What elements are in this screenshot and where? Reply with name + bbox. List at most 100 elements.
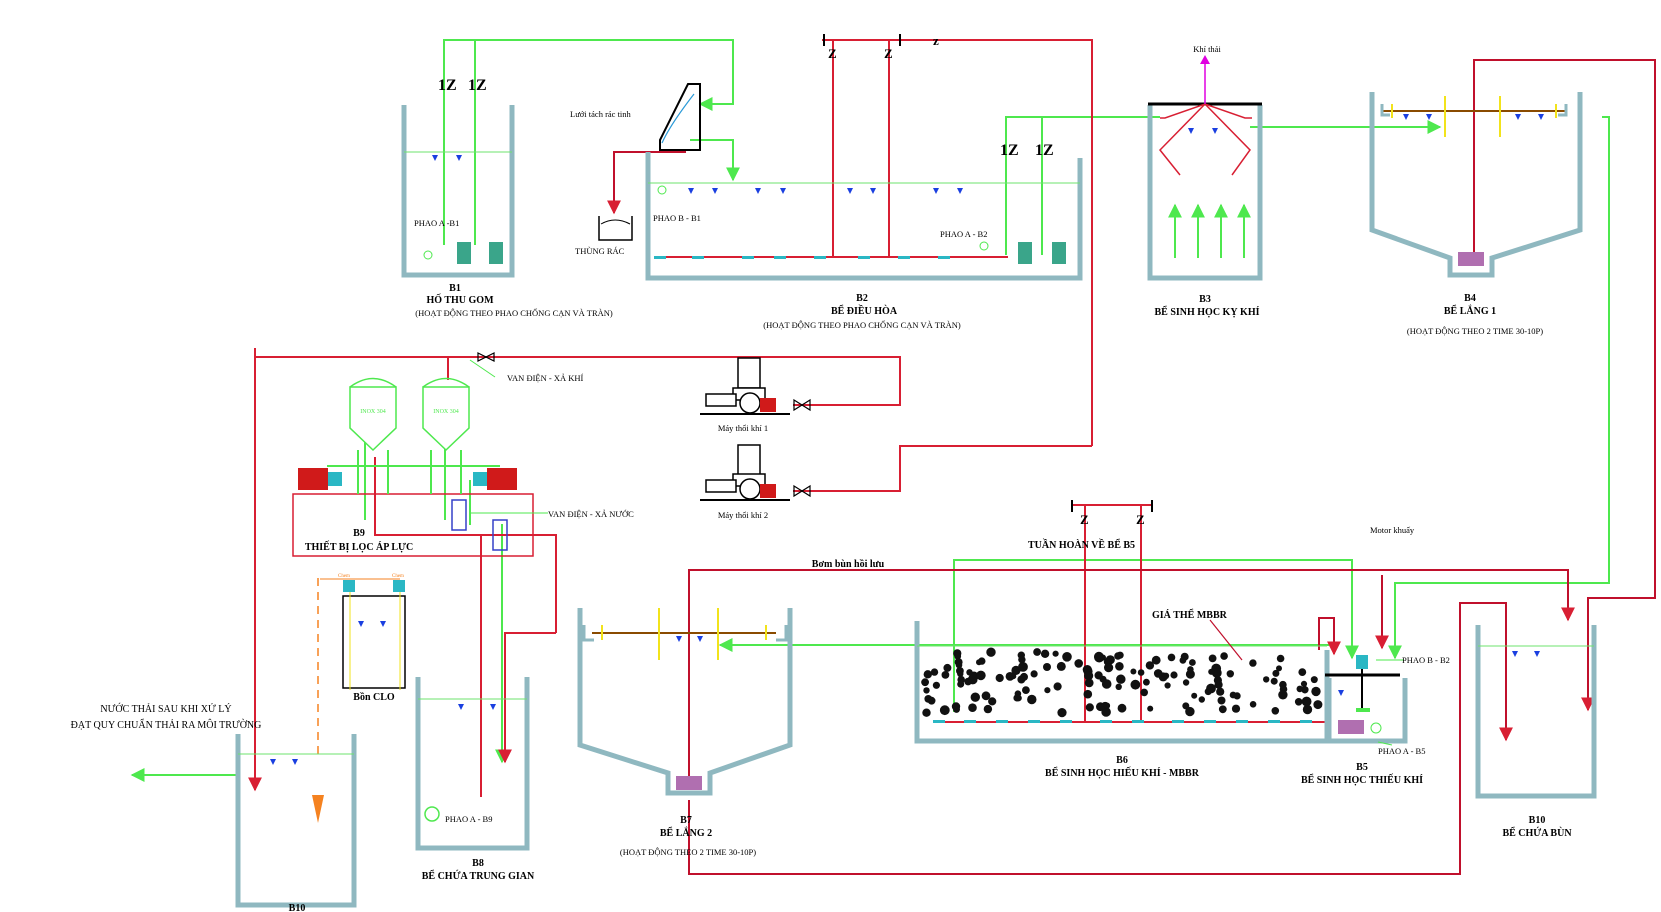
mbbr-carrier xyxy=(1296,685,1304,693)
mbbr-carrier xyxy=(1206,683,1216,694)
mbbr-carrier xyxy=(1208,654,1217,663)
mbbr-carrier xyxy=(939,705,950,716)
mbbr-carrier xyxy=(1153,669,1163,678)
mbbr-carrier xyxy=(955,661,963,669)
b4-code: B4 xyxy=(1464,293,1476,304)
mbbr-carrier xyxy=(1143,678,1150,686)
b10-sludge-code: B10 xyxy=(1529,815,1546,826)
b8-name: BỂ CHỨA TRUNG GIAN xyxy=(422,869,535,882)
mbbr-carrier xyxy=(1053,682,1062,691)
mbbr-carrier xyxy=(922,708,931,717)
b3-code: B3 xyxy=(1199,294,1211,305)
fine-screen: Lưới tách rác tinh xyxy=(570,83,701,151)
electric-valve-icon xyxy=(492,519,508,551)
diffuser-icons xyxy=(270,759,298,765)
svg-text:1Z: 1Z xyxy=(438,77,457,94)
mbbr-carrier xyxy=(927,696,936,705)
mbbr-carrier xyxy=(976,670,986,681)
mbbr-carrier xyxy=(1030,670,1038,678)
svg-text:1Z: 1Z xyxy=(468,77,487,94)
mbbr-carrier xyxy=(968,703,977,712)
tank-b10-sludge: B10 BỂ CHỨA BÙN xyxy=(1475,625,1597,839)
mbbr-carrier xyxy=(1074,659,1083,668)
mbbr-carrier xyxy=(986,647,996,657)
mbbr-carrier xyxy=(1226,670,1235,678)
blower-1-label: Máy thổi khí 1 xyxy=(718,423,768,433)
mbbr-carrier xyxy=(1033,648,1041,656)
b10-out-code: B10 xyxy=(289,903,306,912)
mbbr-carrier xyxy=(1052,650,1059,657)
filter-vessel: INOX 304 xyxy=(422,377,470,494)
submersible-pump-icon xyxy=(457,242,503,264)
b5-float-b-label: PHAO B - B2 xyxy=(1402,655,1450,665)
mbbr-carrier xyxy=(1040,649,1050,658)
b5-float-a-label: PHAO A - B5 xyxy=(1378,746,1425,756)
tank-b6: GIÁ THỂ MBBR B6 BỂ SINH HỌC HIẾU KHÍ - M… xyxy=(914,608,1330,779)
mbbr-carrier xyxy=(1022,686,1030,694)
b3-name: BỂ SINH HỌC KỴ KHÍ xyxy=(1154,305,1259,318)
tank-b10-outfall: B10 xyxy=(235,734,357,912)
mbbr-carrier xyxy=(1272,669,1280,677)
chlorine-label: Bồn CLO xyxy=(353,692,395,703)
blower-2: Máy thổi khí 2 xyxy=(700,444,790,520)
blower-check-valve-icons xyxy=(793,398,811,498)
mbbr-carrier xyxy=(1096,702,1105,712)
mbbr-carrier xyxy=(954,652,962,660)
vessel-tag: INOX 304 xyxy=(360,409,386,415)
mbbr-carrier xyxy=(1249,659,1257,667)
b2-code: B2 xyxy=(856,293,868,304)
mbbr-carrier xyxy=(983,704,993,714)
diffuser-icons xyxy=(432,155,462,161)
mbbr-carrier xyxy=(1301,696,1312,707)
tank-b1: PHAO A -B1 B1 HỐ THU GOM (HOẠT ĐỘNG THEO… xyxy=(401,105,613,318)
b5-code: B5 xyxy=(1356,762,1368,773)
b9-name: THIẾT BỊ LỌC ÁP LỰC xyxy=(305,540,413,553)
svg-text:Z: Z xyxy=(884,46,893,61)
mbbr-carrier xyxy=(1044,687,1051,694)
b1-float-label: PHAO A -B1 xyxy=(414,218,459,228)
mbbr-carrier xyxy=(981,691,991,701)
feed-pump-icon xyxy=(298,468,328,490)
mbbr-carrier xyxy=(930,668,939,676)
mbbr-carrier xyxy=(1249,701,1257,708)
mbbr-carrier xyxy=(1301,686,1309,694)
air-valve-icons: Z Z z xyxy=(823,33,939,61)
mbbr-carrier xyxy=(1218,705,1227,714)
float-switch-icon xyxy=(979,241,989,251)
b7-name: BỂ LẮNG 2 xyxy=(660,826,712,839)
float-switch-icon xyxy=(1370,722,1382,734)
mbbr-carrier xyxy=(1043,663,1051,671)
mbbr-carrier xyxy=(1084,678,1094,688)
sludge-pump-icon xyxy=(676,776,702,790)
b2-note: (HOẠT ĐỘNG THEO PHAO CHỐNG CẠN VÀ TRÀN) xyxy=(763,320,961,330)
mbbr-carrier xyxy=(1179,657,1187,664)
mbbr-carrier xyxy=(1057,708,1067,718)
air-release-valve-icon xyxy=(477,352,495,362)
diffuser-icons xyxy=(1338,690,1344,696)
mbbr-carrier xyxy=(1189,659,1196,666)
sludge-pipes xyxy=(607,59,1656,875)
trash-label: THÙNG RÁC xyxy=(575,246,625,256)
svg-text:1Z: 1Z xyxy=(1035,142,1054,159)
tank-b9: INOX 304 INOX 304 VAN ĐIỆN - XẢ KHÍ VAN … xyxy=(292,352,634,557)
b7-code: B7 xyxy=(680,815,692,826)
b1-code: B1 xyxy=(449,283,461,294)
b6-media-label: GIÁ THỂ MBBR xyxy=(1152,608,1228,621)
mbbr-carrier xyxy=(1056,661,1066,671)
mbbr-carrier xyxy=(1094,671,1103,680)
b2-float-a-label: PHAO A - B2 xyxy=(940,229,987,239)
b9-valve-air-label: VAN ĐIỆN - XẢ KHÍ xyxy=(507,373,584,383)
aeration-disc-icons xyxy=(654,256,950,259)
mbbr-carrier xyxy=(1117,703,1127,713)
b5-motor-label: Motor khuấy xyxy=(1370,525,1415,535)
vessel-tag: INOX 304 xyxy=(433,409,459,415)
mbbr-carrier xyxy=(941,671,950,679)
float-switch-icon xyxy=(424,806,440,822)
dosing-tag: Chem xyxy=(392,574,404,579)
sludge-pump-icon xyxy=(1458,252,1484,266)
recirc-label: TUẦN HOÀN VỀ BỂ B5 xyxy=(1028,538,1135,551)
diffuser-icons xyxy=(688,188,963,194)
mbbr-carrier xyxy=(1185,669,1195,679)
mbbr-carrier xyxy=(1115,662,1124,671)
discharge-line-1: NƯỚC THẢI SAU KHI XỬ LÝ xyxy=(100,703,231,715)
